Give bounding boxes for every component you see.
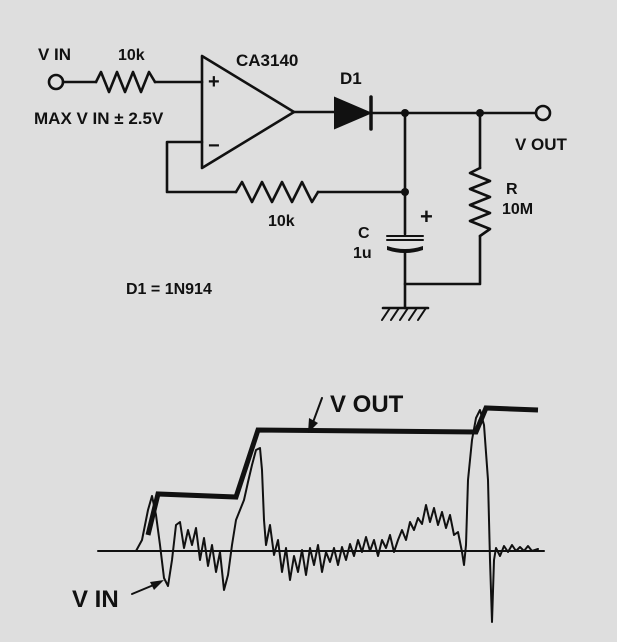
feedback-resistor-label: 10k — [268, 213, 295, 230]
vout-pointer — [311, 397, 323, 426]
waveform-vout-label: V OUT — [330, 391, 404, 418]
vout-terminal — [534, 104, 552, 122]
schematic: V IN 10k MAX V IN ± 2.5V CA3140 + − 10k … — [34, 45, 568, 321]
load-resistor — [468, 166, 492, 238]
vin-terminal — [47, 73, 65, 91]
cap-plus: + — [420, 204, 433, 229]
vout-trace — [145, 405, 539, 536]
ground-hatch — [381, 307, 427, 321]
vin-trace — [135, 409, 539, 623]
cap-name: C — [358, 225, 370, 242]
opamp-plus: + — [208, 71, 220, 93]
vout-label: V OUT — [515, 135, 568, 154]
diode-label: D1 — [340, 69, 362, 88]
vin-pointer-head — [150, 580, 164, 590]
input-resistor-label: 10k — [118, 47, 145, 64]
node-dot-3 — [401, 188, 409, 196]
vout-pointer-head — [308, 418, 318, 433]
cap-plate-bottom — [387, 246, 423, 253]
vin-label: V IN — [38, 45, 71, 64]
diode-body — [334, 96, 373, 130]
opamp-triangle — [200, 54, 296, 170]
load-resistor-value: 10M — [502, 201, 533, 218]
feedback-resistor — [234, 180, 320, 204]
waveform: V OUT V IN — [72, 391, 545, 623]
load-wire-bottom — [403, 234, 482, 286]
load-resistor-name: R — [506, 181, 518, 198]
input-resistor — [94, 70, 157, 94]
opamp-label: CA3140 — [236, 51, 298, 70]
opamp-minus: − — [208, 135, 220, 157]
inverting-wire — [165, 140, 238, 194]
diode-note: D1 = 1N914 — [126, 281, 212, 298]
max-vin-label: MAX V IN ± 2.5V — [34, 109, 164, 128]
waveform-vin-label: V IN — [72, 586, 119, 613]
cap-value: 1u — [353, 245, 372, 262]
